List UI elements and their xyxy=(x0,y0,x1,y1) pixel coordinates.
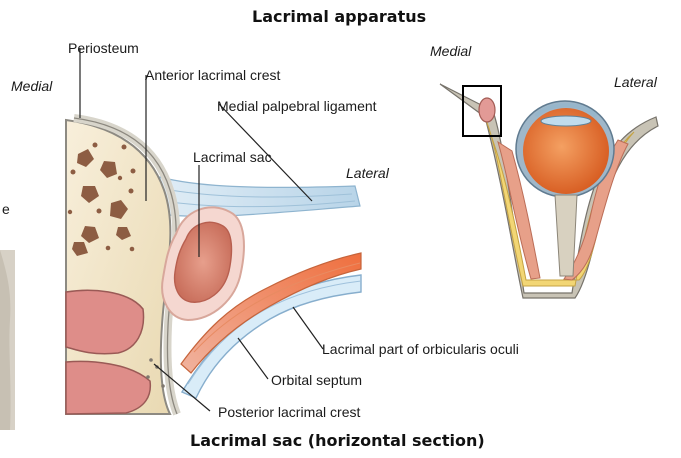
edge-letter-label: e xyxy=(2,201,10,217)
medial-palpebral-ligament-label: Medial palpebral ligament xyxy=(217,98,377,114)
overview-medial-label: Medial xyxy=(430,43,471,59)
lens xyxy=(541,116,591,126)
overview-lateral-label: Lateral xyxy=(614,74,657,90)
left-edge-fragment xyxy=(0,250,15,430)
section-title: Lacrimal sac (horizontal section) xyxy=(190,431,485,450)
overview-diagram xyxy=(440,84,658,298)
anterior-lacrimal-crest-label: Anterior lacrimal crest xyxy=(145,67,280,83)
periosteum-label: Periosteum xyxy=(68,40,139,56)
medial-label: Medial xyxy=(11,78,52,94)
lacrimal-sac-label: Lacrimal sac xyxy=(193,149,272,165)
orbital-septum-label: Orbital septum xyxy=(271,372,362,388)
small-lacrimal-sac xyxy=(479,98,495,122)
lateral-label: Lateral xyxy=(346,165,389,181)
posterior-lacrimal-crest-label: Posterior lacrimal crest xyxy=(218,404,360,420)
optic-nerve xyxy=(555,195,577,276)
orbicularis-oculi-label: Lacrimal part of orbicularis oculi xyxy=(322,341,519,357)
page-title: Lacrimal apparatus xyxy=(252,7,426,26)
medial-palpebral-ligament xyxy=(160,177,360,216)
